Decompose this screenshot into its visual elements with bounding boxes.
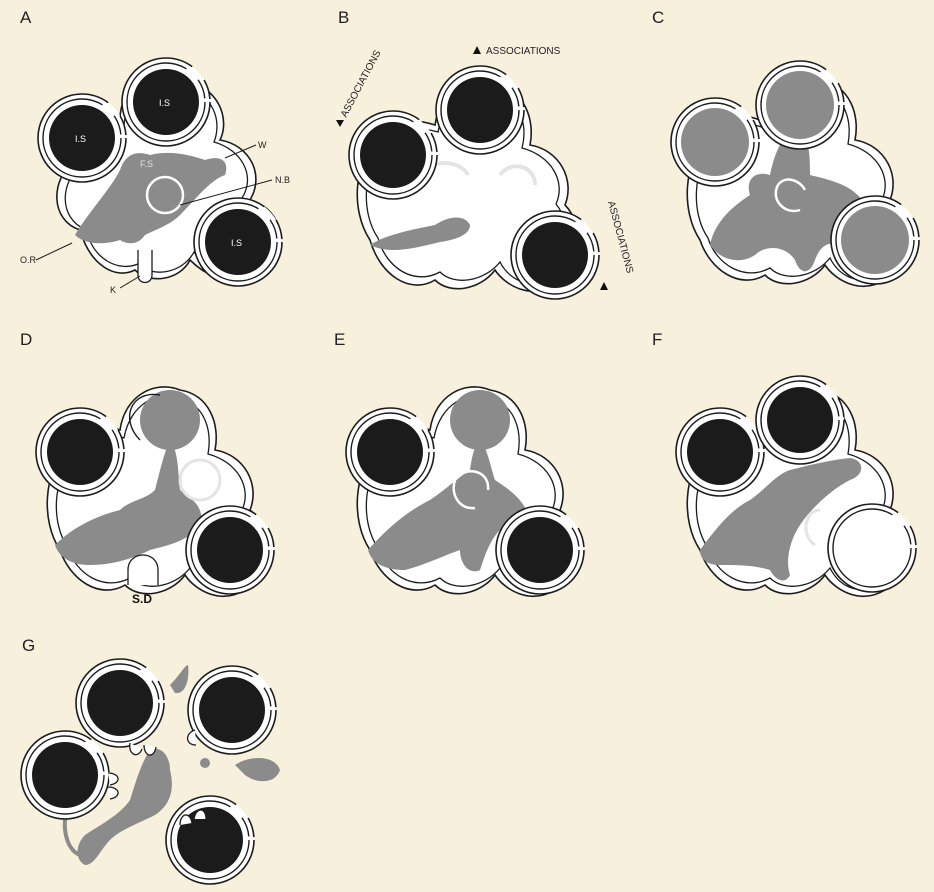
label-nb: N.B — [275, 175, 290, 185]
panel-letter-g: G — [22, 636, 35, 656]
label-is-3: I.S — [231, 238, 242, 248]
fluid-fragment-4 — [235, 758, 280, 781]
fluid-fragment-1 — [170, 665, 188, 693]
label-or: O.R — [20, 255, 37, 265]
diagram-panel-d: S.D — [20, 350, 310, 610]
label-sd: S.D — [132, 592, 152, 606]
association-label-3: ASSOCIATIONS — [605, 200, 635, 275]
label-k: K — [110, 285, 116, 295]
diagram-panel-g — [20, 655, 320, 892]
panel-letter-d: D — [20, 330, 32, 350]
sd-opening — [128, 555, 158, 585]
diagram-panel-f — [660, 350, 930, 610]
association-label-1: ASSOCIATIONS — [339, 48, 384, 119]
niche-k — [138, 250, 152, 283]
label-w: W — [258, 140, 267, 150]
panel-letter-c: C — [652, 8, 664, 28]
label-is-1: I.S — [75, 134, 86, 144]
diagram-panel-a: I.S I.S I.S F.S W N.B O.R K — [20, 30, 320, 310]
panel-letter-e: E — [334, 330, 345, 350]
label-is-2: I.S — [159, 98, 170, 108]
association-label-2: ASSOCIATIONS — [486, 46, 561, 57]
label-fs: F.S — [140, 159, 153, 169]
panel-letter-a: A — [20, 8, 31, 28]
panel-letter-b: B — [338, 8, 349, 28]
diagram-panel-e — [330, 350, 620, 610]
panel-letter-f: F — [652, 330, 662, 350]
diagram-panel-b: ASSOCIATIONS ASSOCIATIONS ASSOCIATIONS — [330, 30, 630, 310]
fluid-fragment-3 — [200, 758, 210, 768]
diagram-panel-c — [660, 30, 930, 310]
